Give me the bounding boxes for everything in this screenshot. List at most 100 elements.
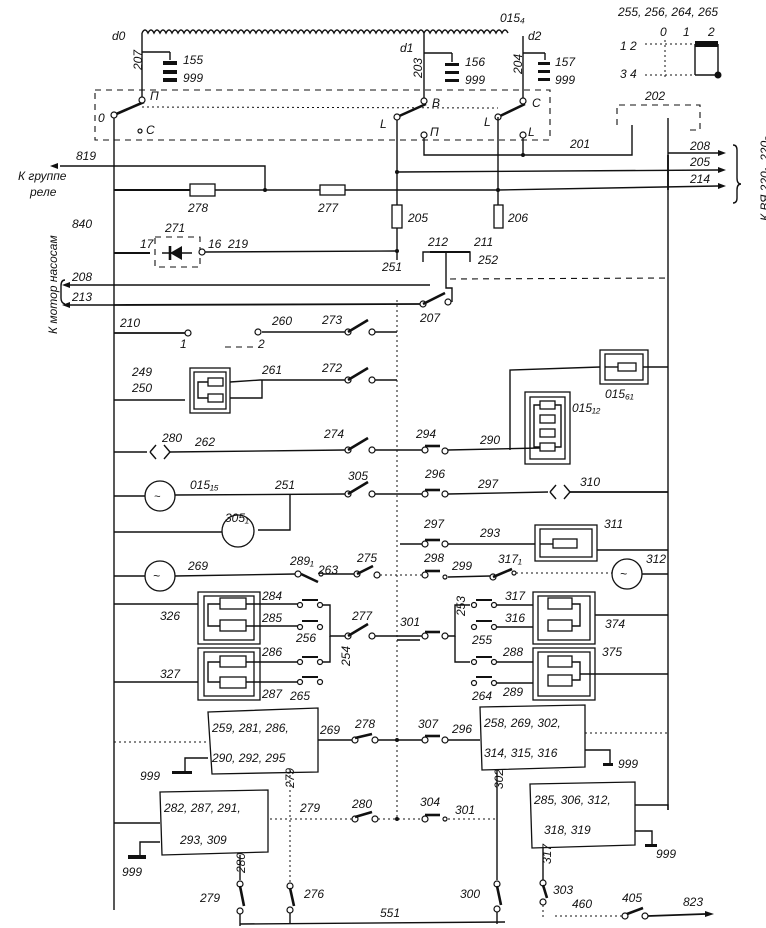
label-207: 207 — [419, 311, 441, 325]
label-015-61: 015₆₁ — [605, 387, 634, 401]
resistor-206 — [493, 204, 504, 229]
label-304: 304 — [420, 795, 440, 809]
switch-275[interactable] — [353, 564, 381, 579]
switch-207[interactable] — [419, 291, 452, 308]
relay-block-311 — [534, 524, 598, 562]
contact-group-255[interactable] — [470, 599, 498, 631]
label-251: 251 — [381, 260, 402, 274]
ganged-switch[interactable]: П 0 C B C L L П L — [94, 89, 551, 141]
label-300: 300 — [460, 887, 480, 901]
label-327: 327 — [160, 667, 181, 681]
contact-group-256[interactable] — [296, 599, 324, 631]
row-249-272: 249 250 261 272 015₆₁ 015₁₂ — [114, 349, 668, 465]
switch-307[interactable] — [421, 734, 449, 744]
switch-296[interactable] — [421, 488, 449, 498]
block-label: 282, 287, 291, — [163, 801, 241, 815]
switch-305[interactable] — [344, 480, 376, 498]
switch-276[interactable] — [286, 882, 296, 914]
label-285: 285 — [261, 611, 282, 625]
label-16: 16 — [208, 237, 222, 251]
block-label: 293, 309 — [179, 833, 227, 847]
label-0: 0 — [98, 111, 105, 125]
label-551: 551 — [380, 906, 400, 920]
lamp-015-15 — [144, 480, 176, 512]
label-015-12: 015₁₂ — [572, 401, 601, 415]
label-b: B — [432, 96, 440, 110]
label-274: 274 — [323, 427, 344, 441]
resistor-205 — [391, 204, 403, 229]
label-301: 301 — [455, 803, 475, 817]
label-263: 263 — [317, 563, 338, 577]
relay-block-375 — [532, 647, 596, 701]
resistor-277 — [319, 184, 346, 196]
label-210: 210 — [119, 316, 140, 330]
circuit-201-202: 201 202 208 205 214 К ВЯ 220₁, 220₂ — [396, 89, 766, 221]
label-213: 213 — [71, 290, 92, 304]
label-256: 256 — [295, 631, 316, 645]
lamp-305-1 — [221, 514, 255, 548]
label-317: 317 — [505, 589, 526, 603]
row-297-311: 297 293 311 — [400, 517, 668, 562]
switch-280[interactable] — [351, 810, 379, 823]
switch-298[interactable] — [421, 569, 448, 580]
label-to-group-relay: реле — [29, 185, 57, 199]
label-211: 211 — [473, 235, 493, 249]
switch-278[interactable] — [351, 732, 379, 744]
switch-277[interactable] — [344, 622, 376, 640]
block-282-287-291 — [159, 789, 269, 856]
label-288: 288 — [502, 645, 523, 659]
label-205: 205 — [689, 155, 710, 169]
label-294: 294 — [415, 427, 436, 441]
label-305-1: 305₁ — [225, 511, 249, 525]
label-305: 305 — [348, 469, 368, 483]
switch-301[interactable] — [421, 630, 449, 640]
relay-block-374 — [532, 591, 596, 645]
label-c157: 157 — [555, 55, 576, 69]
label-219: 219 — [227, 237, 248, 251]
switch-300[interactable] — [493, 880, 503, 913]
switch-272[interactable] — [344, 366, 376, 384]
label-207: 207 — [131, 49, 145, 71]
label-p: П — [150, 89, 159, 103]
switch-304[interactable] — [421, 813, 448, 823]
label-to-motor-pumps: К мотор насосам — [46, 235, 60, 334]
label-311: 311 — [604, 517, 623, 531]
label-269: 269 — [319, 723, 340, 737]
row-3-4: 3 4 — [620, 67, 637, 81]
contact-group-264[interactable] — [470, 656, 498, 687]
label-015-15: 015₁₅ — [190, 478, 219, 492]
label-302: 302 — [492, 769, 506, 789]
label-278: 278 — [354, 717, 375, 731]
label-819: 819 — [76, 149, 96, 163]
switch-279[interactable] — [236, 880, 246, 915]
relay-block-326 — [197, 591, 261, 645]
label-2: 2 — [257, 337, 265, 351]
switch-405[interactable] — [621, 906, 649, 920]
switch-273[interactable] — [344, 318, 376, 336]
label-374: 374 — [605, 617, 625, 631]
label-ground-999: 999 — [618, 757, 638, 771]
label-1: 1 — [180, 337, 187, 351]
switch-317-1[interactable] — [489, 567, 517, 581]
label-293: 293 — [479, 526, 500, 540]
label-297: 297 — [423, 517, 445, 531]
label-296: 296 — [424, 467, 445, 481]
label-286: 286 — [261, 645, 282, 659]
switch-274[interactable] — [344, 436, 376, 454]
switch-294[interactable] — [421, 444, 449, 455]
contact-group-265[interactable] — [296, 656, 324, 686]
label-d1: d1 — [400, 41, 413, 55]
label-287: 287 — [261, 687, 283, 701]
switch-303[interactable] — [539, 879, 549, 906]
switch-289-1[interactable] — [294, 570, 324, 584]
label-249: 249 — [131, 365, 152, 379]
label-d2: d2 — [528, 29, 542, 43]
block-label: 259, 281, 286, — [211, 721, 289, 735]
block-label: 290, 292, 295 — [211, 751, 286, 765]
label-289-1: 289₁ — [289, 554, 314, 568]
label-277: 277 — [317, 201, 339, 215]
resistor-278 — [189, 183, 216, 197]
switch-297[interactable] — [421, 538, 449, 548]
label-l: L — [528, 125, 535, 139]
row-210-273: 210 1 260 2 273 — [114, 313, 397, 351]
